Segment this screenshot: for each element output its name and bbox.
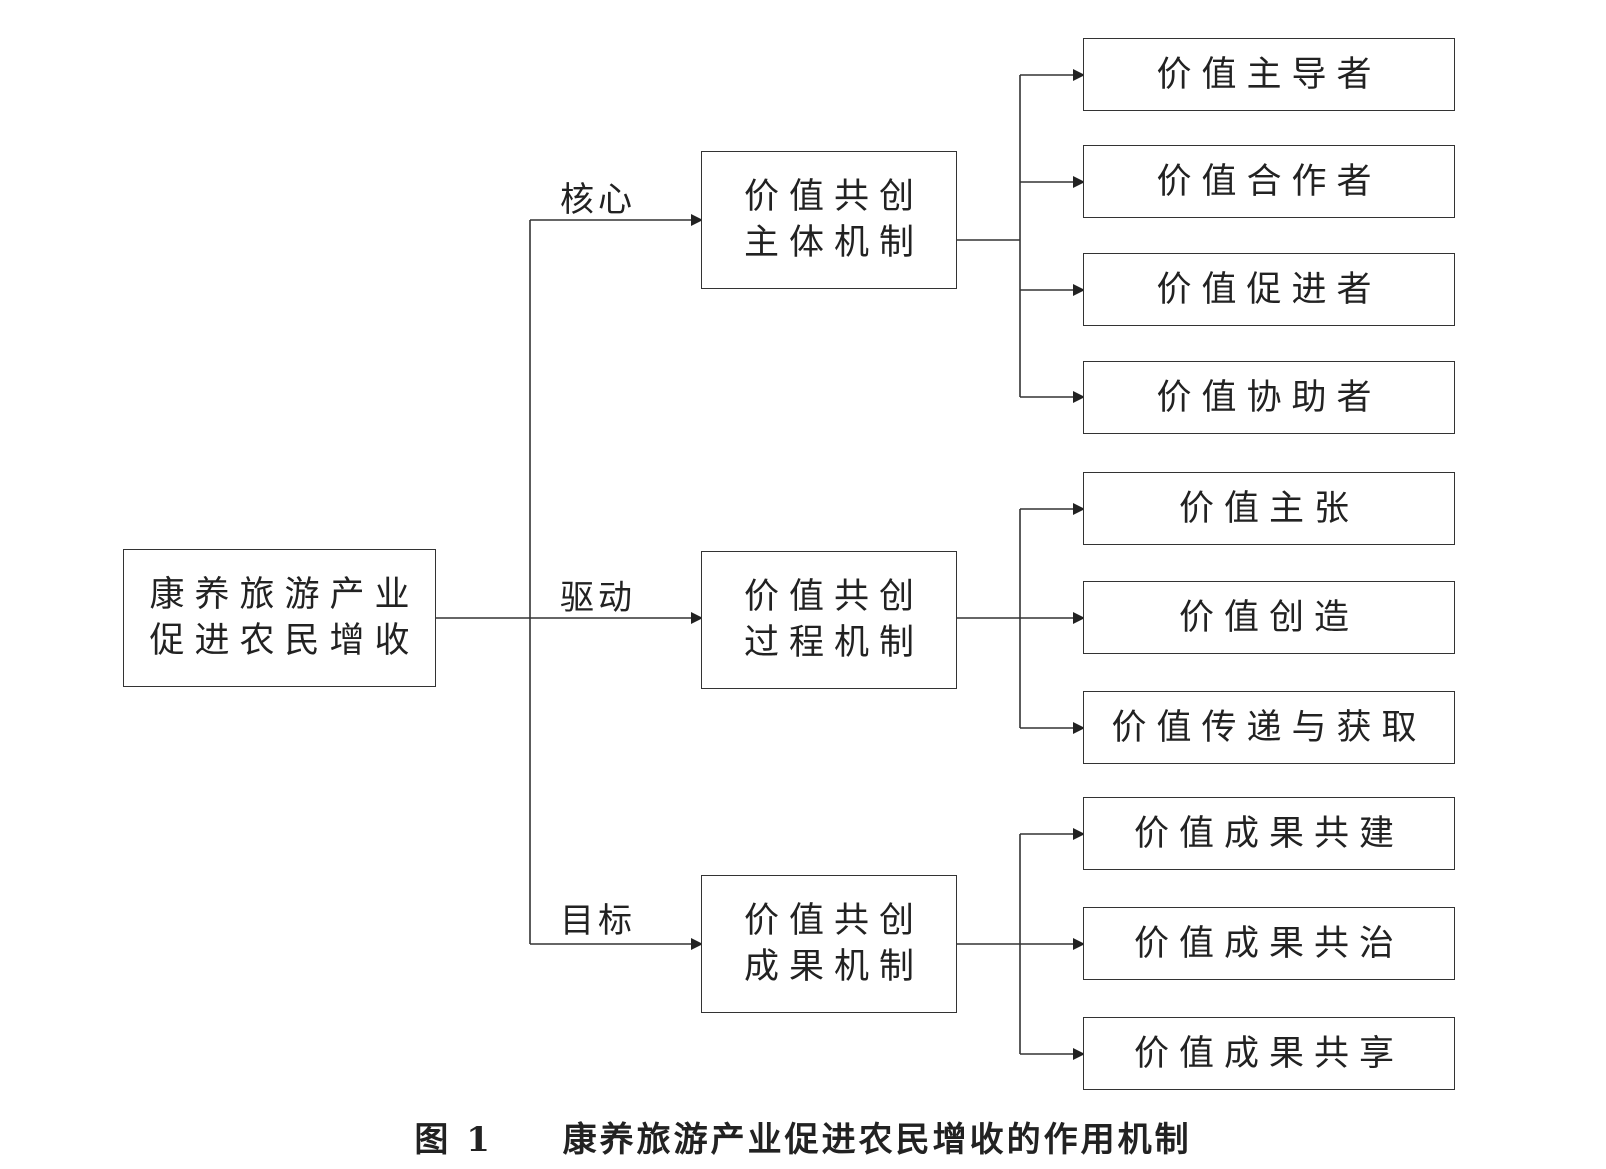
root-box: 康养旅游产业 促进农民增收	[123, 549, 436, 687]
figure-number: 图 1	[414, 1120, 493, 1160]
outcome-mechanism-line-2: 成果机制	[743, 947, 924, 987]
edge-label-drive: 驱动	[560, 578, 636, 618]
figure-caption: 图 1 康养旅游产业促进农民增收的作用机制	[0, 1112, 1606, 1161]
subject-mechanism-line-2: 主体机制	[743, 223, 924, 263]
leaf-value-proposition: 价值主张	[1083, 472, 1455, 545]
outcome-mechanism-line-1: 价值共创	[743, 901, 924, 941]
leaf-outcome-co-govern: 价值成果共治	[1083, 907, 1455, 980]
leaf-value-promoter: 价值促进者	[1083, 253, 1455, 326]
subject-mechanism-box: 价值共创 主体机制	[701, 151, 957, 289]
leaf-value-assistant: 价值协助者	[1083, 361, 1455, 434]
process-mechanism-line-2: 过程机制	[743, 623, 924, 663]
figure-title: 康养旅游产业促进农民增收的作用机制	[562, 1120, 1192, 1160]
edge-label-goal: 目标	[560, 901, 636, 941]
leaf-value-leader: 价值主导者	[1083, 38, 1455, 111]
process-mechanism-line-1: 价值共创	[743, 577, 924, 617]
process-mechanism-box: 价值共创 过程机制	[701, 551, 957, 689]
leaf-outcome-co-build: 价值成果共建	[1083, 797, 1455, 870]
leaf-value-creation: 价值创造	[1083, 581, 1455, 654]
leaf-value-cooperator: 价值合作者	[1083, 145, 1455, 218]
leaf-outcome-co-share: 价值成果共享	[1083, 1017, 1455, 1090]
edge-label-core: 核心	[560, 180, 636, 220]
leaf-value-delivery-capture: 价值传递与获取	[1083, 691, 1455, 764]
root-line-1: 康养旅游产业	[149, 575, 420, 615]
root-line-2: 促进农民增收	[149, 621, 420, 661]
subject-mechanism-line-1: 价值共创	[743, 177, 924, 217]
outcome-mechanism-box: 价值共创 成果机制	[701, 875, 957, 1013]
